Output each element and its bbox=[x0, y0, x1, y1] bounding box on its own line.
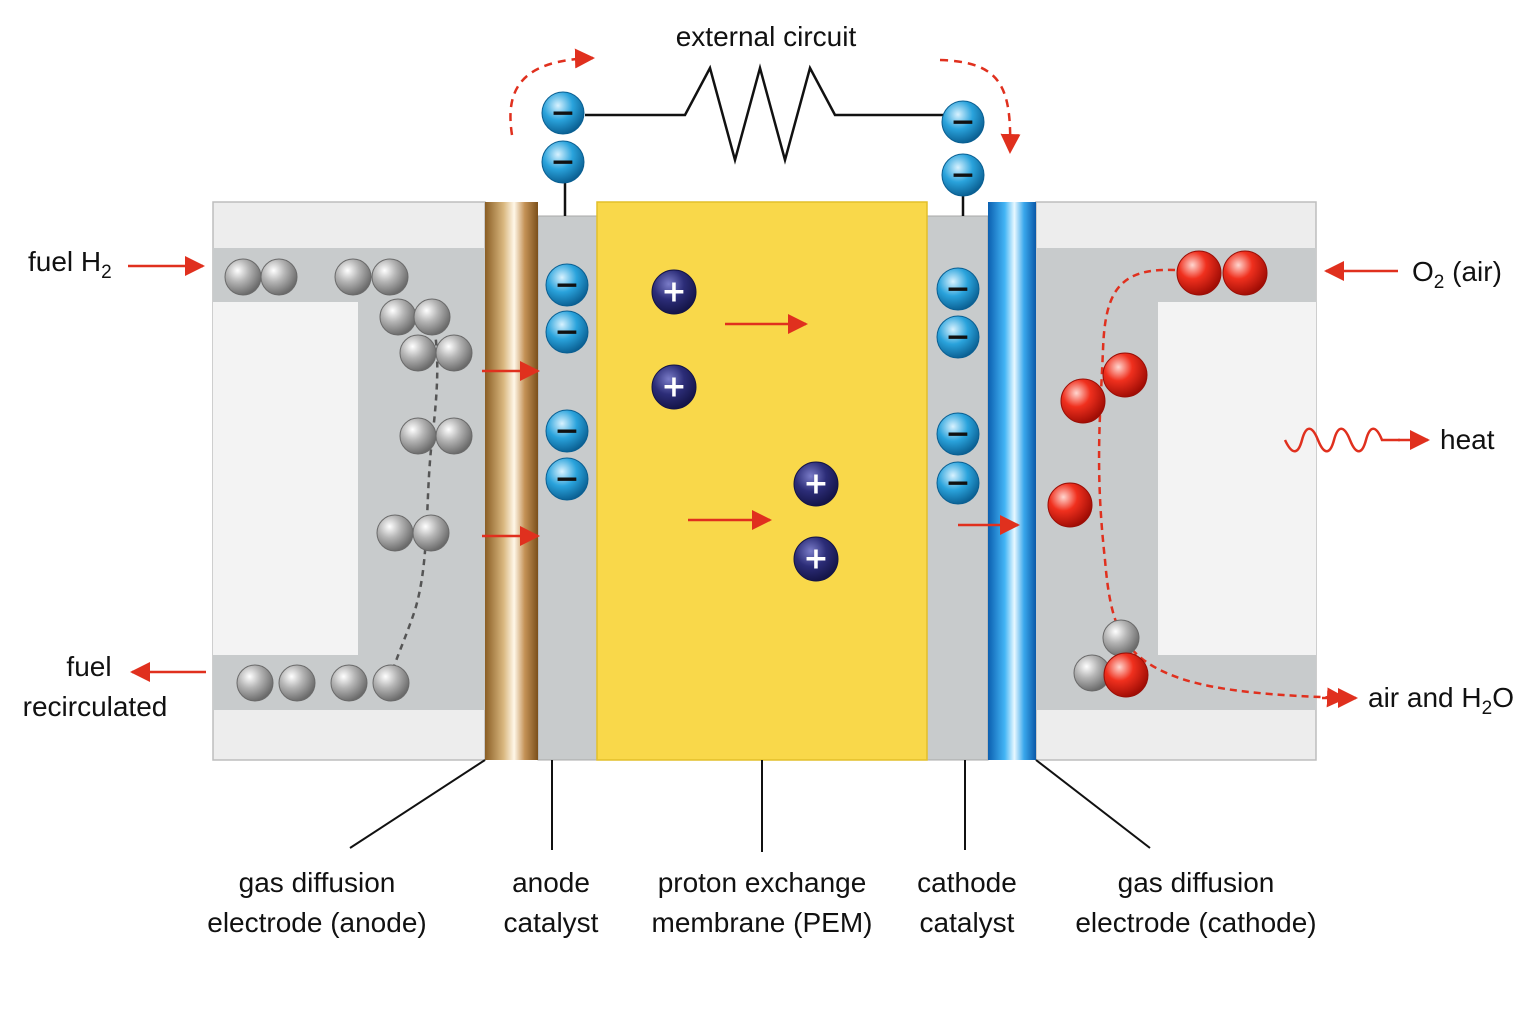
hydrogen-molecule bbox=[379, 298, 451, 336]
hydrogen-molecule bbox=[236, 664, 316, 702]
svg-text:+: + bbox=[661, 370, 686, 405]
electron: − bbox=[545, 457, 589, 501]
svg-text:+: + bbox=[803, 467, 828, 502]
anode-electrode-plate bbox=[485, 202, 538, 760]
svg-text:−: − bbox=[550, 145, 575, 180]
electron-flow-arrow-left bbox=[509, 48, 595, 136]
electron: − bbox=[936, 412, 980, 456]
anode-catalyst-label-line1: anode bbox=[512, 867, 590, 898]
anode-catalyst-label-line2: catalyst bbox=[504, 907, 599, 938]
hydrogen-molecule bbox=[330, 664, 410, 702]
proton: + bbox=[651, 364, 697, 410]
electron: − bbox=[936, 267, 980, 311]
electron: − bbox=[936, 315, 980, 359]
electron: − bbox=[941, 153, 985, 197]
svg-text:−: − bbox=[554, 315, 579, 350]
external-circuit-label: external circuit bbox=[676, 21, 857, 52]
oxygen-path-line bbox=[1097, 268, 1347, 708]
leader-lines bbox=[349, 759, 1151, 852]
electron: − bbox=[941, 100, 985, 144]
hydrogen-molecules bbox=[224, 258, 473, 702]
hydrogen-molecule bbox=[399, 417, 473, 455]
pem-label-line1: proton exchange bbox=[658, 867, 867, 898]
gde-cathode-label-line2: electrode (cathode) bbox=[1075, 907, 1316, 938]
gde-anode-label-line2: electrode (anode) bbox=[207, 907, 426, 938]
oxygen-molecule bbox=[1060, 352, 1148, 424]
svg-text:−: − bbox=[945, 320, 970, 355]
hydrogen-molecule bbox=[334, 258, 409, 296]
svg-text:−: − bbox=[945, 466, 970, 501]
external-circuit-wire bbox=[563, 63, 965, 216]
electron: − bbox=[936, 461, 980, 505]
svg-text:+: + bbox=[661, 275, 686, 310]
svg-text:−: − bbox=[554, 268, 579, 303]
cathode-catalyst-label-line2: catalyst bbox=[920, 907, 1015, 938]
svg-text:−: − bbox=[950, 158, 975, 193]
fuel-recirculated-label-line1: fuel bbox=[66, 651, 111, 682]
fuel-inlet-label: fuel H2 bbox=[28, 246, 112, 283]
gde-cathode-label-line1: gas diffusion bbox=[1118, 867, 1275, 898]
cathode-catalyst-label-line1: cathode bbox=[917, 867, 1017, 898]
electron: − bbox=[545, 310, 589, 354]
svg-text:−: − bbox=[950, 105, 975, 140]
water-molecule bbox=[1073, 619, 1149, 698]
oxygen-inlet-label: O2 (air) bbox=[1412, 256, 1502, 293]
hydrogen-molecule bbox=[399, 334, 473, 372]
proton: + bbox=[793, 461, 839, 507]
proton: + bbox=[793, 536, 839, 582]
hydrogen-molecule bbox=[224, 258, 298, 296]
fuel-recirculated-label-line2: recirculated bbox=[23, 691, 168, 722]
resistor bbox=[585, 63, 943, 165]
exhaust-label: air and H2O bbox=[1368, 682, 1514, 719]
electrons: − − − − − − − − − − − − bbox=[541, 91, 985, 505]
electron: − bbox=[541, 140, 585, 184]
heat-wave-arrow bbox=[1283, 427, 1430, 453]
proton-flow-arrows bbox=[482, 314, 1020, 546]
protons: + + + + bbox=[651, 269, 839, 582]
svg-text:−: − bbox=[554, 414, 579, 449]
electron: − bbox=[545, 409, 589, 453]
proton: + bbox=[651, 269, 697, 315]
pem-label-line2: membrane (PEM) bbox=[652, 907, 873, 938]
svg-text:+: + bbox=[803, 542, 828, 577]
oxygen-molecules bbox=[1047, 250, 1268, 528]
svg-text:−: − bbox=[550, 96, 575, 131]
svg-text:−: − bbox=[945, 272, 970, 307]
hydrogen-molecule bbox=[376, 514, 450, 552]
heat-label: heat bbox=[1440, 424, 1495, 455]
oxygen-molecule bbox=[1176, 250, 1268, 296]
gde-anode-label-line1: gas diffusion bbox=[239, 867, 396, 898]
electron: − bbox=[545, 263, 589, 307]
hydrogen-path-line bbox=[388, 317, 439, 681]
svg-text:−: − bbox=[554, 462, 579, 497]
svg-text:−: − bbox=[945, 417, 970, 452]
electron: − bbox=[541, 91, 585, 135]
proton-exchange-membrane bbox=[596, 201, 928, 761]
electron-flow-arrow-right bbox=[939, 58, 1021, 154]
oxygen-atom bbox=[1047, 482, 1093, 528]
cathode-electrode-plate bbox=[988, 202, 1036, 760]
